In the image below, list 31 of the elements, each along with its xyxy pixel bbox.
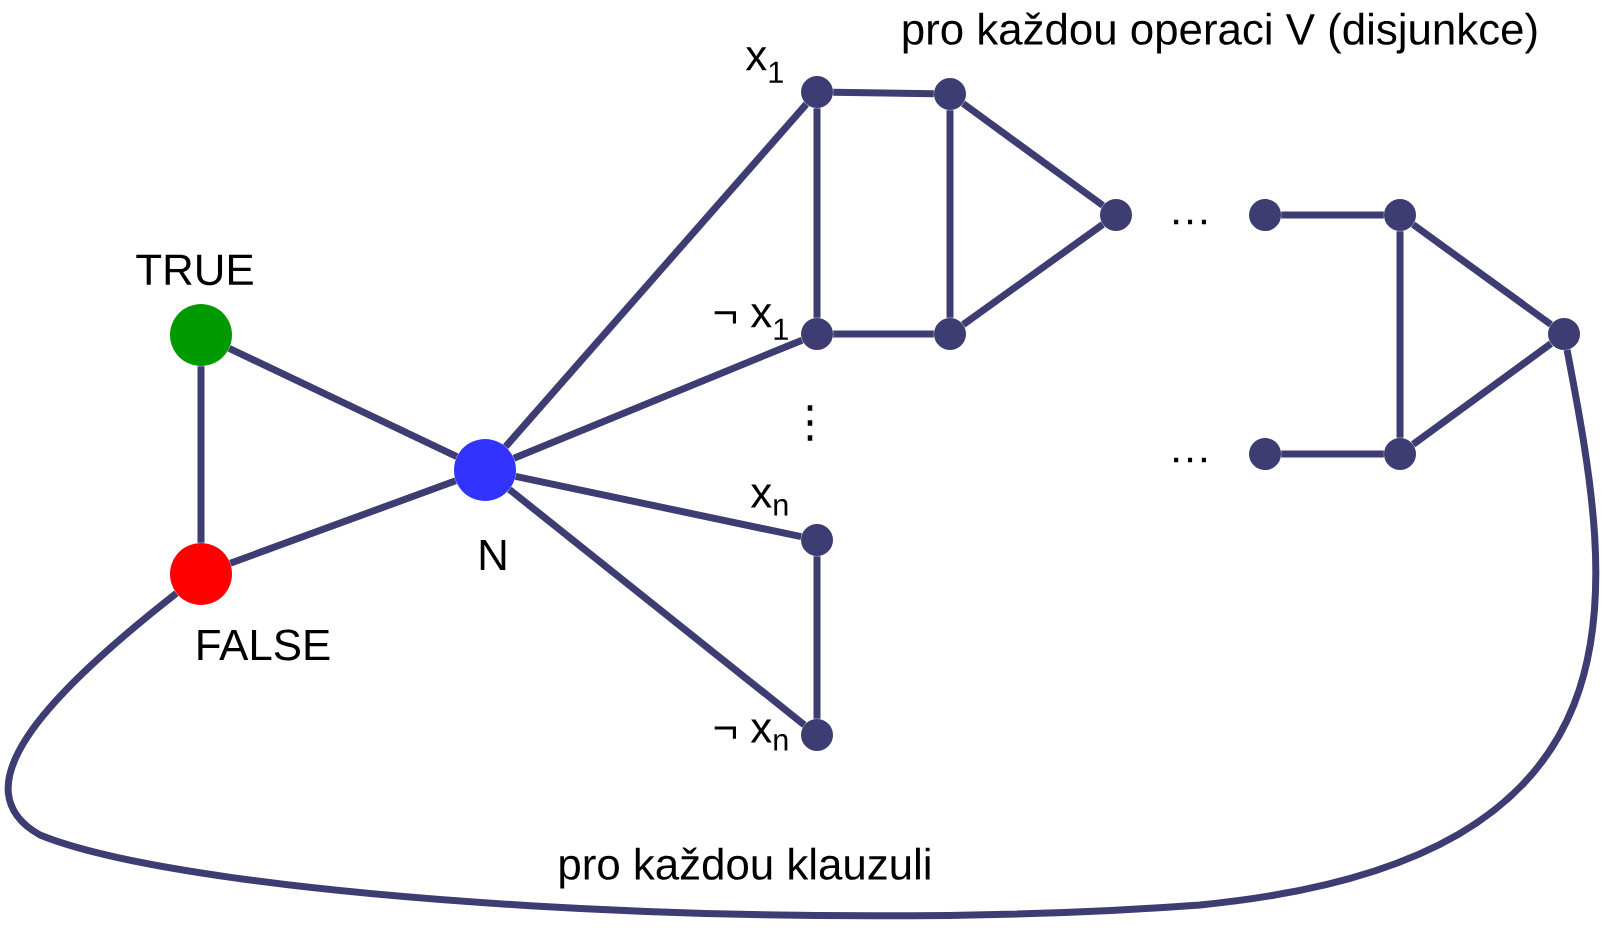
vertical-ellipsis: ⋮ [807,405,813,441]
vertex-dot [934,78,966,110]
graph-edge [502,101,809,449]
vertex-dot [1100,199,1132,231]
vertex-label: x$_{1}$ [745,47,783,83]
graph-edge [1411,340,1553,448]
vertex-label: ¬ x$_{n}$ [714,719,788,751]
graph-edge [229,477,457,567]
edge-label: pro každou klauzuli [555,845,935,891]
graph-edge [512,336,804,462]
graph-edge [961,221,1105,328]
vertex-dot [1548,318,1580,350]
vertex-label: N [480,539,506,571]
vertex-dot [1249,438,1281,470]
vertex-label: TRUE [136,254,253,286]
graph-edge [514,473,802,541]
graph-edge [227,345,459,460]
vertex-label: FALSE [198,629,330,661]
vertex-dot [1384,438,1416,470]
graph-edge [507,486,807,728]
vertex-label: ¬ x$_{1}$ [714,304,788,340]
graph-edge [5,349,1599,920]
vertex-dot [1384,199,1416,231]
vertex-dot [934,318,966,350]
ellipsis: … [1174,219,1206,225]
vertex-dot [1249,199,1281,231]
graph-edge [1411,221,1553,328]
graph-edge [961,100,1105,209]
top-label: pro každou operaci V (disjunkce) [903,12,1537,54]
vertex-label: x$_{n}$ [750,484,788,516]
ellipsis: … [1174,457,1206,463]
